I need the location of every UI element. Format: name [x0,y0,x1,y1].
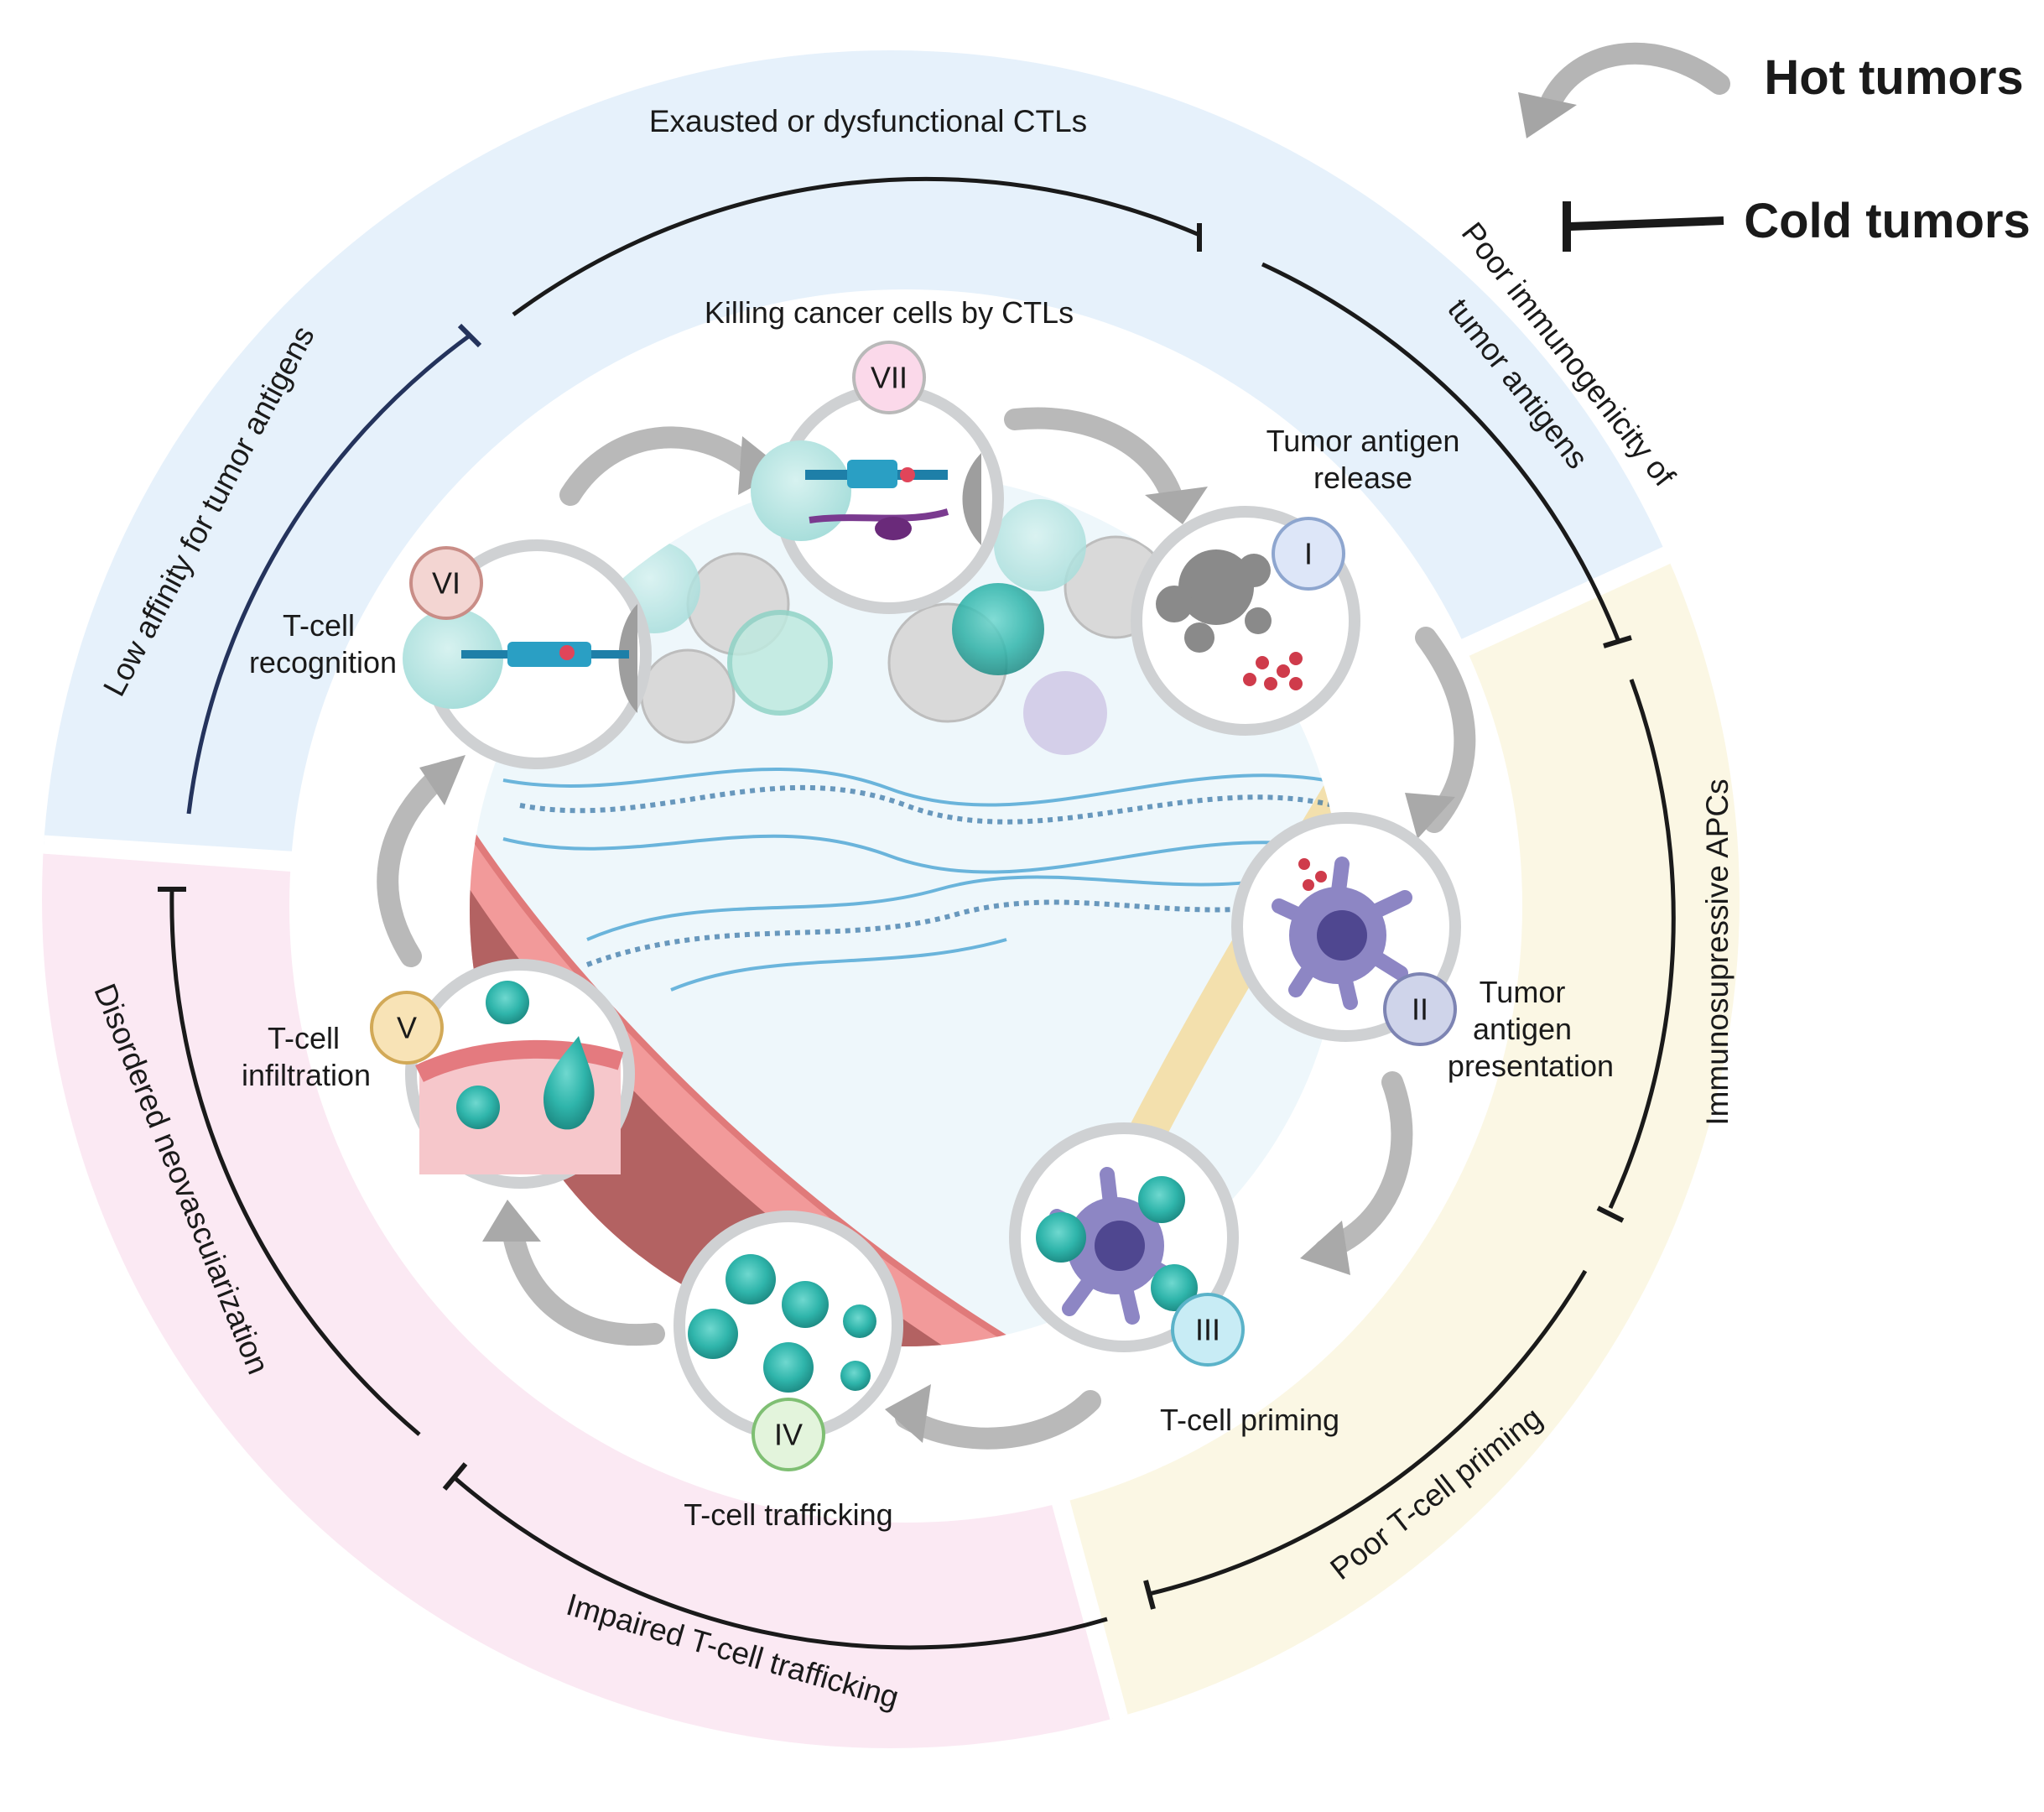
barrier-exhausted: Exausted or dysfunctional CTLs [649,104,1087,138]
vignette-vii [751,384,1004,614]
badge-iv: IV [752,1398,825,1471]
vignette-v [405,959,635,1189]
arrow-vii-to-i [1004,407,1185,514]
badge-vi: VI [409,546,483,620]
label-ii-line2: antigen [1473,1012,1572,1046]
arc-exhausted [512,176,1200,317]
arrow-iv-to-v [501,1214,665,1346]
badge-ii: II [1383,972,1457,1046]
label-v-line1: T-cell [268,1021,340,1055]
arc-affinity [186,333,471,815]
arc-priming [1148,1269,1588,1596]
legend: Hot tumors Cold tumors [1518,42,2031,252]
vignette-iv [674,1211,903,1440]
arc-apcs [1608,679,1676,1210]
arrow-vi-to-vii [559,426,766,506]
label-ii-line1: Tumor [1480,975,1566,1009]
badge-ii-text: II [1412,992,1428,1027]
badge-iv-text: IV [774,1418,803,1452]
label-vi-line2: recognition [249,645,397,680]
arrow-v-to-vi [377,761,455,967]
numeral-badges: VII I II III IV V VI [370,341,1457,1471]
label-vii: Killing cancer cells by CTLs [705,295,1074,330]
badge-vii: VII [852,341,926,414]
step-labels: Killing cancer cells by CTLs Tumor antig… [242,295,1614,1532]
arc-trafficking [451,1475,1108,1650]
vignette-vi [403,539,652,769]
dendritic-cell-bg [1023,671,1107,755]
label-i-line1: Tumor antigen [1266,424,1460,458]
badge-vii-text: VII [871,361,908,395]
legend-hot-arrow [1541,42,1730,112]
arrow-ii-to-iii [1314,1071,1413,1261]
badge-i: I [1272,517,1345,591]
label-iv: T-cell trafficking [684,1497,892,1532]
label-iii: T-cell priming [1160,1403,1339,1437]
arrow-iii-to-iv [895,1390,1101,1450]
legend-hot-label: Hot tumors [1764,50,2023,105]
label-i-line2: release [1313,461,1412,495]
barrier-arcs [158,176,1676,1650]
badge-vi-text: VI [432,566,460,601]
legend-cold-bar [1569,216,1724,231]
vignette-iii [1009,1122,1239,1352]
badge-iii-text: III [1195,1313,1220,1347]
legend-hot-arrowhead [1518,92,1577,138]
label-ii-line3: presentation [1448,1049,1614,1083]
ecm-fibers [502,768,1326,992]
legend-cold-label: Cold tumors [1744,194,2031,248]
label-v-line2: infiltration [242,1058,371,1092]
badge-v-text: V [397,1011,417,1045]
badge-v: V [370,991,444,1065]
badge-i-text: I [1304,537,1313,571]
label-vi-line1: T-cell [283,608,355,643]
arc-neovasc [169,888,421,1436]
barrier-apcs: Immunosupressive APCs [1700,778,1735,1125]
badge-iii: III [1171,1293,1245,1367]
arc-immunogenicity [1261,262,1621,643]
